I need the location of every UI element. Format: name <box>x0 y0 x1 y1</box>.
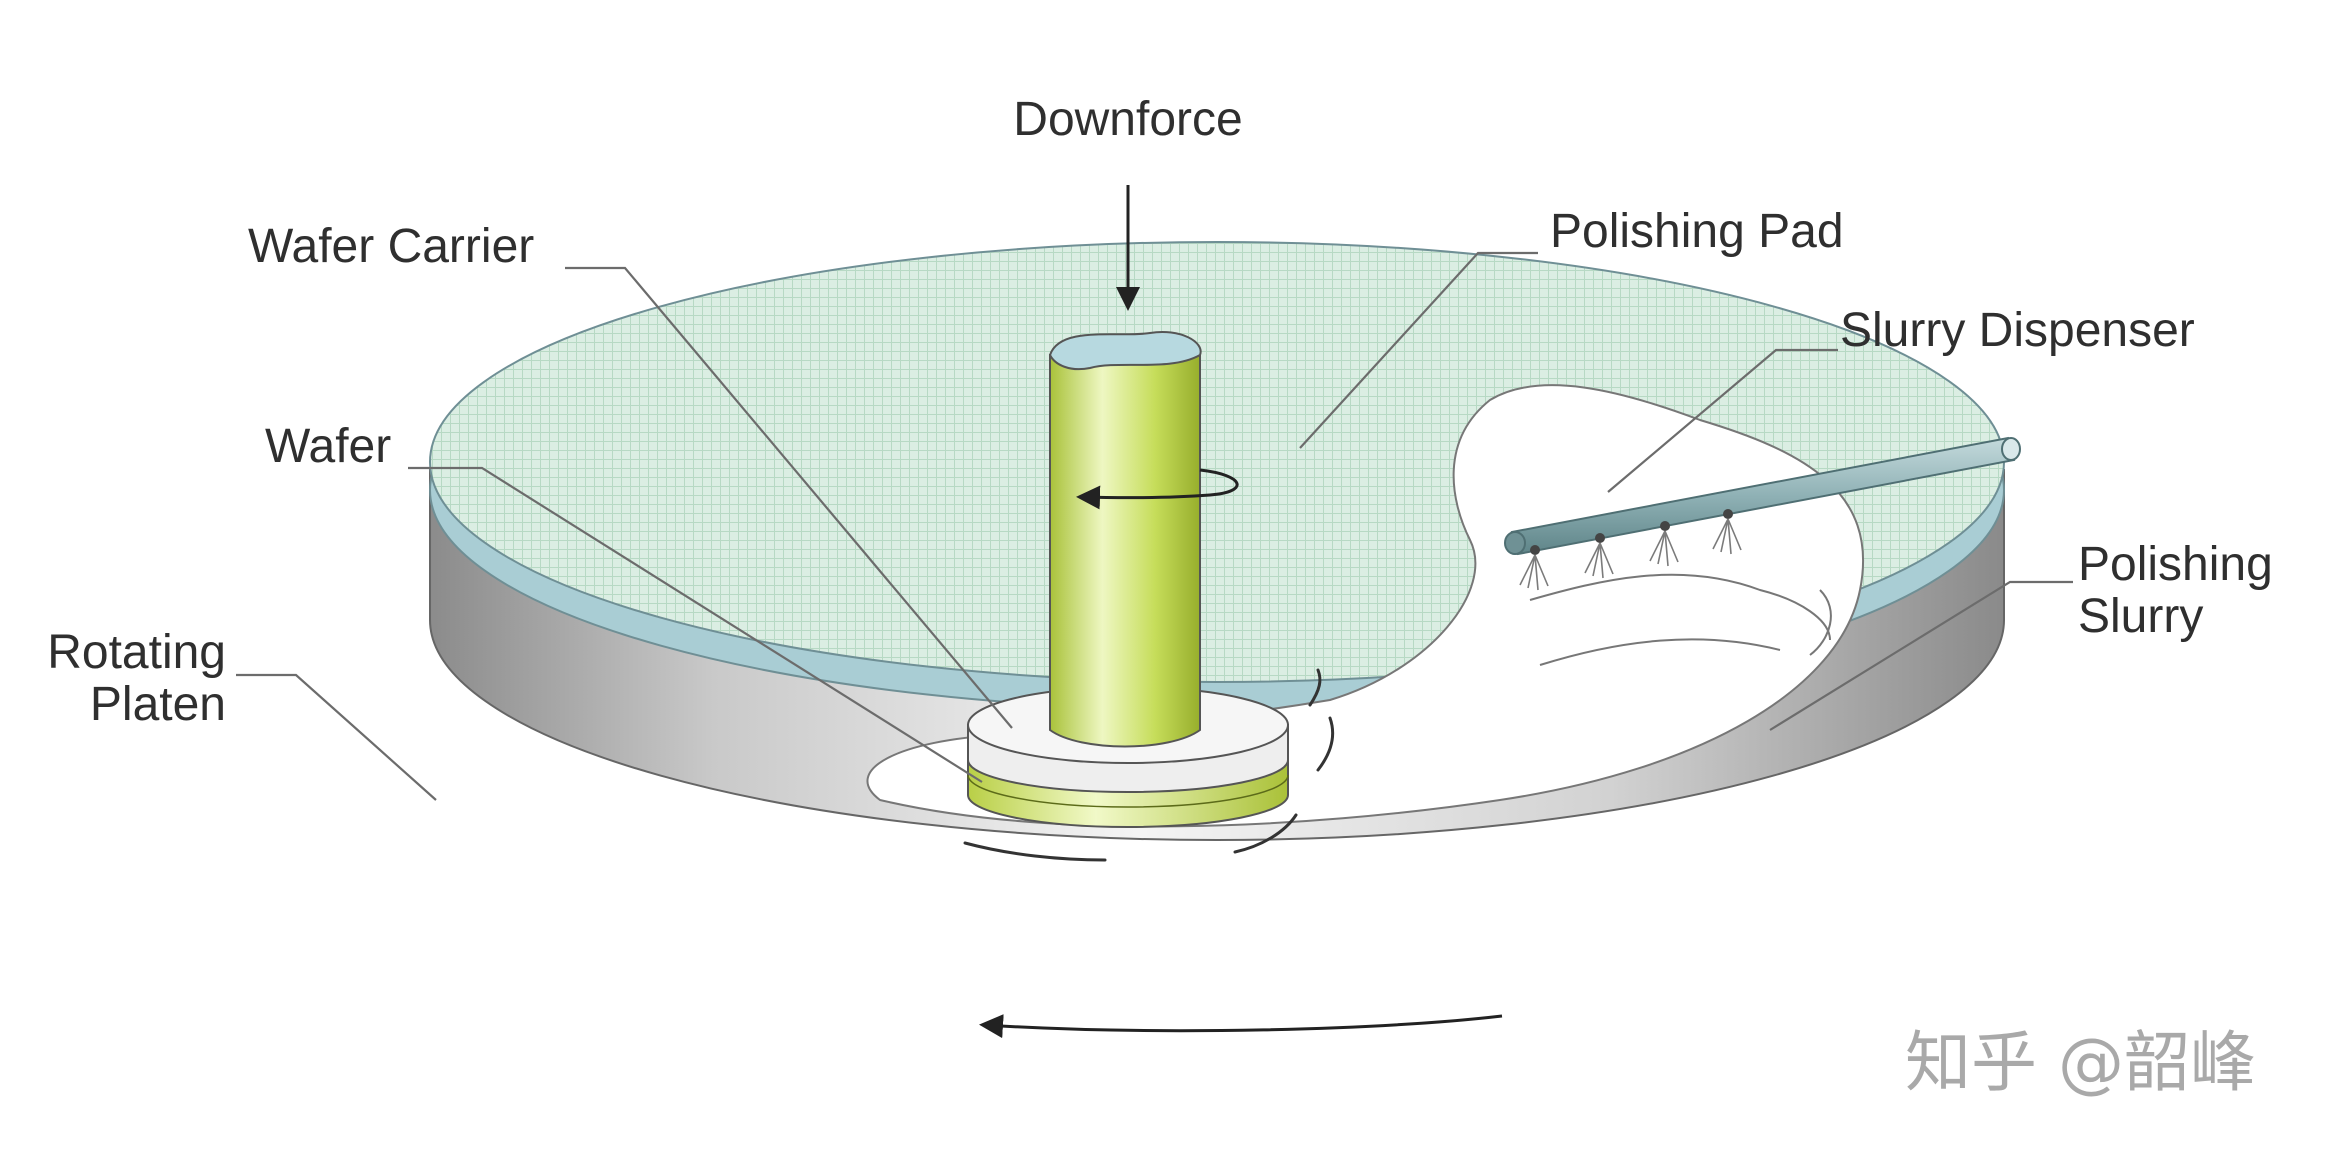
leader-rotating-platen <box>236 673 437 801</box>
label-polishing-slurry-1: Polishing <box>2078 538 2273 591</box>
slurry-ripples <box>963 668 1335 862</box>
spray-nozzle-icon <box>1519 509 1742 591</box>
watermark: 知乎 @韶峰 <box>1905 1024 2256 1101</box>
rotation-arrow-icon <box>1076 468 1239 510</box>
slurry-flow-lines <box>1529 573 1832 666</box>
platen-rotation-arrow-icon <box>979 1014 1503 1039</box>
carrier-column <box>1049 354 1201 748</box>
labels: Downforce Wafer Carrier Polishing Pad Sl… <box>47 93 2273 731</box>
label-downforce: Downforce <box>1013 93 1242 146</box>
label-slurry-dispenser: Slurry Dispenser <box>1840 304 2195 357</box>
label-polishing-slurry-2: Slurry <box>2078 590 2203 643</box>
leader-wafer <box>408 466 983 783</box>
wafer-carrier-assembly <box>967 331 1289 828</box>
slurry-dispenser <box>1504 436 2021 591</box>
leader-polishing-pad <box>1299 251 1538 449</box>
leader-slurry-dispenser <box>1607 348 1838 493</box>
leader-wafer-carrier <box>565 266 1013 729</box>
label-rotating-platen-2: Platen <box>90 678 226 731</box>
label-rotating-platen-1: Rotating <box>47 626 226 679</box>
carrier-column-top <box>1048 331 1202 371</box>
label-wafer: Wafer <box>265 420 391 473</box>
leader-polishing-slurry <box>1769 580 2073 731</box>
leader-lines <box>236 251 2073 801</box>
label-polishing-pad: Polishing Pad <box>1550 205 1844 258</box>
label-wafer-carrier: Wafer Carrier <box>248 220 534 273</box>
